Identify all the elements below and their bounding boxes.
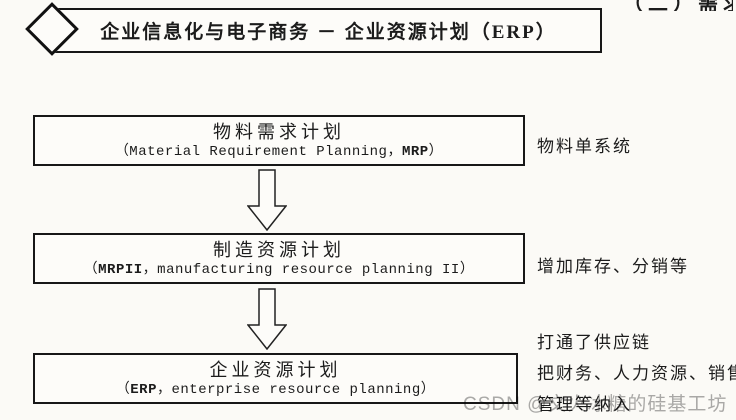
slide-title-bar: 企业信息化与电子商务 － 企业资源计划（ERP） [55,8,602,53]
csdn-watermark: CSDN @文火冰糖的硅基工坊 [463,394,728,415]
erp-note-line: 打通了供应链 [537,333,651,352]
mrp-box-title: 物料需求计划 [213,121,345,142]
mrpii-box: 制造资源计划 （MRPII，manufacturing resource pla… [33,233,525,284]
down-arrow-icon [247,169,287,231]
erp-box: 企业资源计划 （ERP，enterprise resource planning… [33,353,518,404]
erp-note-line: 管理等纳入 [537,395,632,414]
down-arrow-icon [247,288,287,350]
mrp-box-subtitle: （Material Requirement Planning，MRP） [114,143,444,160]
erp-box-subtitle: （ERP，enterprise resource planning） [115,381,436,398]
mrpii-box-subtitle: （MRPII，manufacturing resource planning I… [83,261,475,278]
page-corner-fragment-text: （二）需求 [623,0,733,11]
page-corner-fragment: （二）需求 [623,0,733,11]
mrpii-note: 增加库存、分销等 [537,257,689,276]
erp-note: 打通了供应链 把财务、人力资源、销售 管理等纳入 [537,327,736,420]
erp-note-line: 把财务、人力资源、销售 [537,364,736,383]
mrpii-box-title: 制造资源计划 [213,239,345,260]
slide-title: 企业信息化与电子商务 － 企业资源计划（ERP） [100,22,557,43]
erp-box-title: 企业资源计划 [209,359,342,380]
mrp-note: 物料单系统 [537,137,632,156]
mrp-box: 物料需求计划 （Material Requirement Planning，MR… [33,115,525,166]
